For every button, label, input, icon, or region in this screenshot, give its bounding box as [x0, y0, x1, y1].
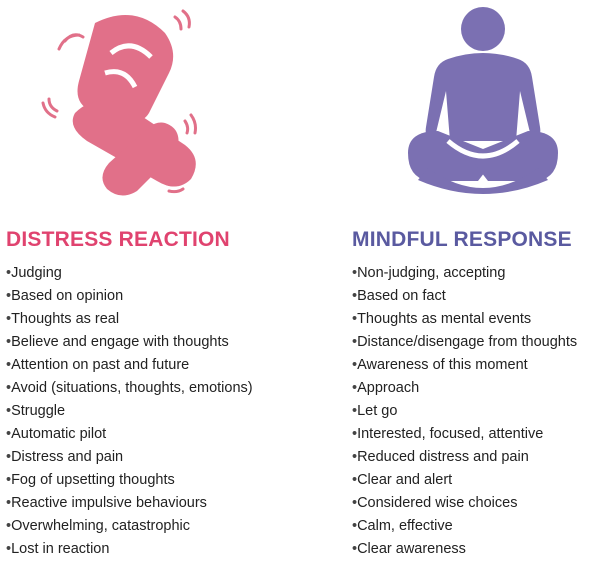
list-item: Distress and pain [6, 446, 253, 469]
list-item: Considered wise choices [352, 492, 577, 515]
list-item: Reactive impulsive behaviours [6, 492, 253, 515]
list-item: Judging [6, 262, 253, 285]
meditating-figure-icon [408, 7, 558, 194]
mindful-response-list: Non-judging, accepting Based on fact Tho… [352, 262, 577, 561]
list-item: Thoughts as real [6, 308, 253, 331]
list-item: Overwhelming, catastrophic [6, 515, 253, 538]
list-item: Distance/disengage from thoughts [352, 331, 577, 354]
list-item: Based on fact [352, 285, 577, 308]
list-item: Based on opinion [6, 285, 253, 308]
list-item: Thoughts as mental events [352, 308, 577, 331]
list-item: Believe and engage with thoughts [6, 331, 253, 354]
list-item: Awareness of this moment [352, 354, 577, 377]
list-item: Calm, effective [352, 515, 577, 538]
list-item: Clear and alert [352, 469, 577, 492]
mindful-response-heading: MINDFUL RESPONSE [352, 228, 572, 251]
list-item: Lost in reaction [6, 538, 253, 561]
list-item: Struggle [6, 400, 253, 423]
list-item: Interested, focused, attentive [352, 423, 577, 446]
list-item: Clear awareness [352, 538, 577, 561]
list-item: Reduced distress and pain [352, 446, 577, 469]
list-item: Let go [352, 400, 577, 423]
list-item: Approach [352, 377, 577, 400]
list-item: Fog of upsetting thoughts [6, 469, 253, 492]
mindful-response-column: MINDFUL RESPONSE Non-judging, accepting … [352, 228, 577, 561]
distress-reaction-heading: DISTRESS REACTION [6, 228, 230, 251]
distressed-figure-icon [41, 9, 197, 196]
distress-reaction-list: Judging Based on opinion Thoughts as rea… [6, 262, 253, 561]
list-item: Attention on past and future [6, 354, 253, 377]
list-item: Avoid (situations, thoughts, emotions) [6, 377, 253, 400]
list-item: Non-judging, accepting [352, 262, 577, 285]
distress-reaction-column: DISTRESS REACTION Judging Based on opini… [6, 228, 253, 561]
list-item: Automatic pilot [6, 423, 253, 446]
